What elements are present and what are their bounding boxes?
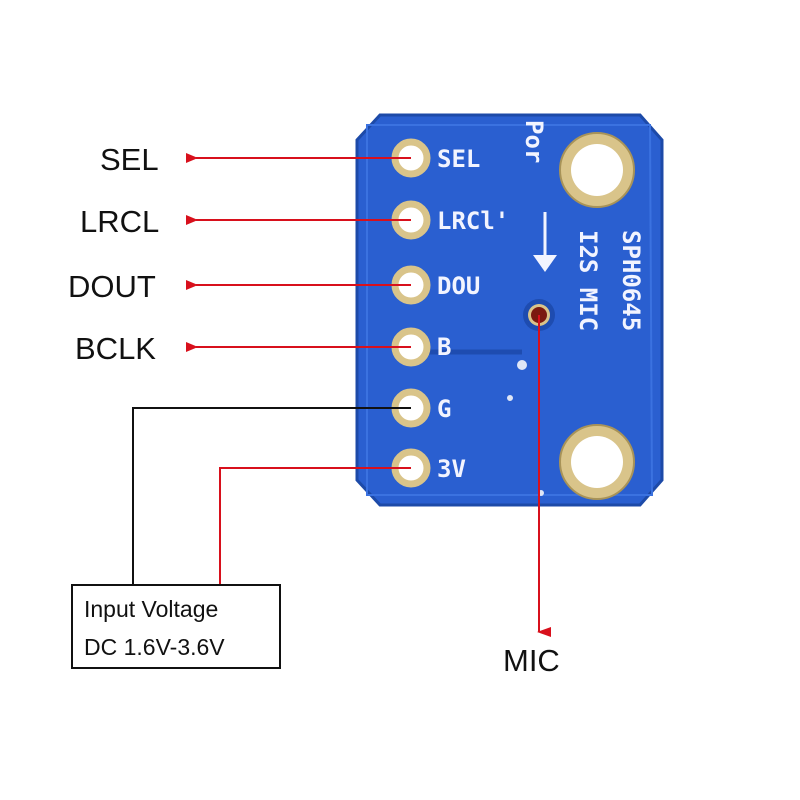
silk-dout: DOU (437, 272, 480, 300)
signal-arrows (186, 153, 551, 637)
via (517, 360, 527, 370)
power-line2: DC 1.6V-3.6V (84, 634, 225, 660)
vcc-wire (219, 467, 411, 585)
label-sel: SEL (100, 142, 159, 177)
via (507, 395, 513, 401)
silk-g: G (437, 395, 451, 423)
silk-top: Por (520, 120, 548, 163)
pcb-board: SEL LRCl' DOU B G 3V Por SPH0645 I2S MIC (355, 113, 664, 507)
silk-part: SPH0645 (617, 230, 645, 331)
power-line1: Input Voltage (84, 596, 218, 622)
label-lrcl: LRCL (80, 204, 159, 239)
silk-type: I2S MIC (574, 230, 602, 331)
power-box: Input Voltage DC 1.6V-3.6V (71, 584, 281, 669)
pin-pads (391, 138, 431, 488)
label-dout: DOUT (68, 269, 156, 304)
ground-wire (132, 407, 411, 585)
silk-sel: SEL (437, 145, 480, 173)
label-mic: MIC (503, 643, 560, 678)
silk-3v: 3V (437, 455, 466, 483)
silk-bclk: B (437, 333, 451, 361)
silk-lrcl: LRCl' (437, 207, 509, 235)
label-bclk: BCLK (75, 331, 156, 366)
